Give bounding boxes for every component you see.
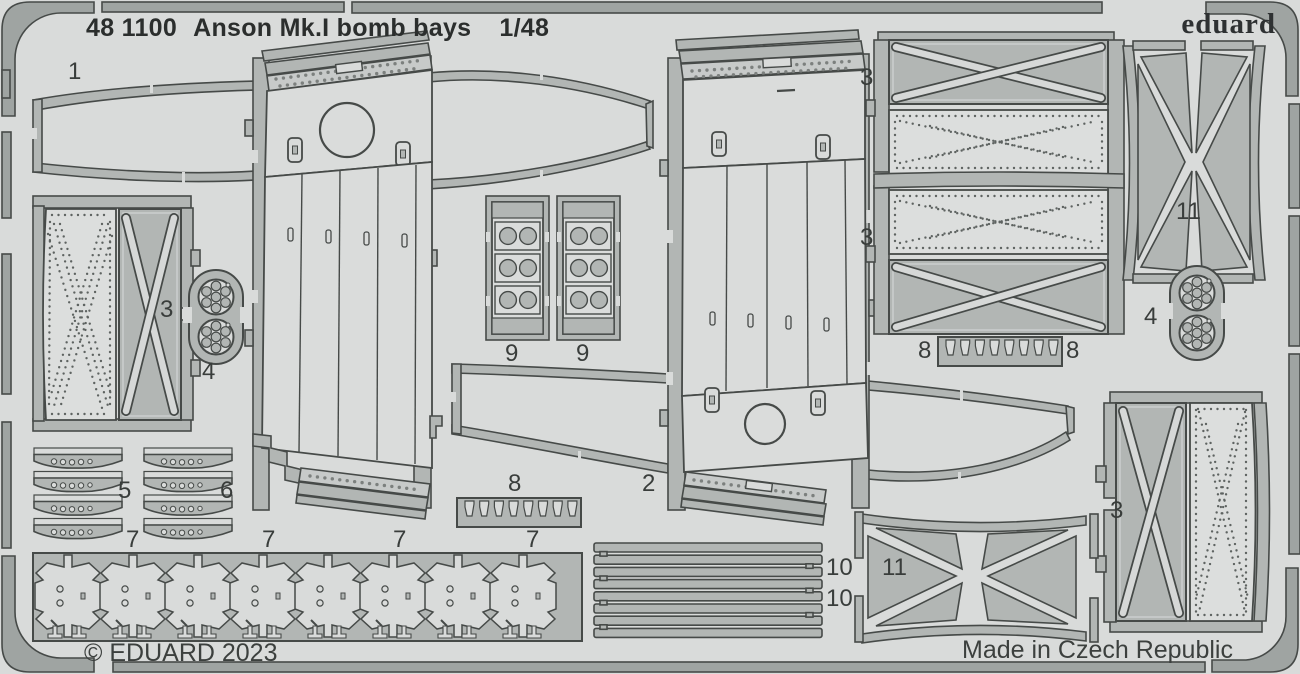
eduard-logo: eduard [1181, 8, 1276, 40]
part-9-panel-left [486, 196, 549, 340]
part-label-6: 6 [220, 477, 234, 504]
part-10-strips [593, 542, 823, 639]
part-label-1: 1 [68, 58, 82, 85]
part-2-bay-outline-right [867, 380, 1075, 484]
part-label-7c: 7 [393, 526, 407, 553]
part-8-comb-left [457, 498, 581, 527]
part-label-11b: 11 [882, 554, 907, 581]
copyright-text: © EDUARD 2023 [84, 639, 278, 667]
part-label-5: 5 [118, 477, 132, 504]
part-3-bottom-right [1095, 391, 1271, 633]
part-11-bottom [854, 511, 1099, 644]
part-2-bay-outline-left [429, 363, 669, 474]
part-label-10a: 10 [826, 554, 853, 581]
part-9-panel-right [557, 196, 620, 340]
part-2-center-panel [659, 29, 878, 526]
part-11-top-right [1122, 40, 1266, 284]
kit-scale: 1/48 [499, 14, 550, 42]
part-label-7a: 7 [126, 526, 140, 553]
part-label-3a: 3 [160, 296, 174, 323]
part-1-bay-outline-right [427, 69, 654, 190]
part-3-right-pair [865, 31, 1125, 335]
part-label-3d: 3 [1110, 497, 1124, 524]
part-label-8c: 8 [1066, 337, 1080, 364]
part-label-3b: 3 [860, 64, 874, 91]
part-label-4b: 4 [1144, 303, 1158, 330]
part-label-10b: 10 [826, 585, 853, 612]
part-7-bracket-strip [32, 552, 583, 642]
catalog-number: 48 1100 [86, 14, 178, 42]
part-label-7d: 7 [526, 526, 540, 553]
part-label-7b: 7 [262, 526, 276, 553]
part-6-stack [143, 447, 233, 540]
kit-name: Anson Mk.I bomb bays [193, 14, 472, 42]
part-label-3c: 3 [860, 224, 874, 251]
part-label-9a: 9 [505, 340, 519, 367]
part-3-left [32, 195, 201, 432]
sheet-title: 48 1100 Anson Mk.I bomb bays 1/48 [86, 14, 549, 43]
part-4-left [183, 270, 249, 364]
part-label-9b: 9 [576, 340, 590, 367]
part-label-11a: 11 [1176, 198, 1201, 225]
part-8-comb-right [938, 337, 1062, 366]
part-4-right [1164, 266, 1230, 360]
part-label-8b: 8 [918, 337, 932, 364]
made-in-text: Made in Czech Republic [962, 636, 1233, 664]
part-label-2: 2 [642, 470, 656, 497]
part-label-4a: 4 [202, 358, 216, 385]
part-1-center-panel [244, 30, 438, 520]
part-label-8a: 8 [508, 470, 522, 497]
part-5-stack [33, 447, 123, 540]
part-1-bay-outline-left [31, 80, 257, 183]
